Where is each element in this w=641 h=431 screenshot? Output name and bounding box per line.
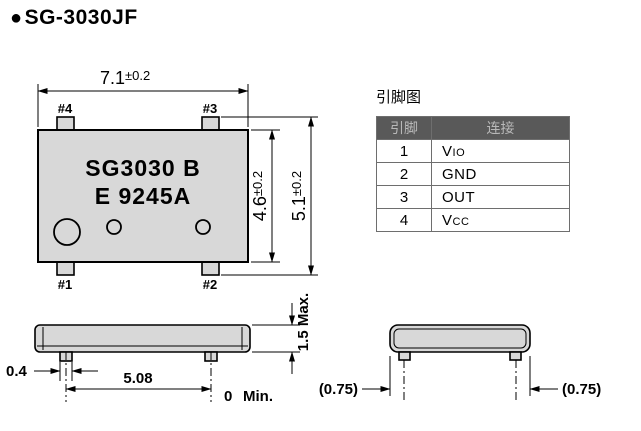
pin-table-section: 引脚图 引脚 连接 1 VIO 2 GND 3 OUT: [376, 86, 570, 232]
dim-standoff-value: 0: [224, 388, 232, 405]
pin-table-row: 4 VCC: [376, 208, 570, 232]
connection-main: OUT: [442, 188, 476, 206]
end-view-dimensions: (0.75) (0.75): [319, 356, 601, 402]
bullet-icon: ●: [10, 7, 23, 29]
index-mark-small-2: [195, 219, 211, 235]
pin-table-header-row: 引脚 连接: [376, 116, 570, 140]
connection-main: GND: [442, 165, 477, 183]
pin-table-row: 3 OUT: [376, 185, 570, 209]
dim-tolerance: ±0.2: [289, 171, 304, 196]
pin-table: 引脚 连接 1 VIO 2 GND 3 OUT 4: [376, 116, 570, 232]
pin-3-label: #3: [203, 101, 217, 116]
pin-pad-3: [201, 116, 220, 132]
dim-width: 7.1±0.2: [37, 68, 249, 127]
dim-value: 5.1: [289, 196, 309, 221]
pin-pad-2: [201, 260, 220, 276]
dim-tolerance: ±0.2: [250, 171, 265, 196]
part-number: SG-3030JF: [24, 6, 138, 29]
pin-table-row: 2 GND: [376, 162, 570, 186]
side-view-dimensions: 0.4 5.08 0 Min. 1.5 Max.: [6, 293, 312, 405]
dim-value: 7.1: [100, 68, 125, 88]
dim-value: 4.6: [250, 196, 270, 221]
dim-end-right-label: (0.75): [562, 381, 601, 398]
pin-4-label: #4: [58, 101, 73, 116]
end-body: [389, 324, 531, 353]
package-end-view: [389, 324, 531, 361]
dim-lead-width-label: 0.4: [6, 363, 28, 380]
connection-column-header: 连接: [431, 116, 570, 140]
index-mark-large: [53, 218, 81, 246]
pin-connection: VIO: [431, 139, 570, 163]
page-title: ●SG-3030JF: [10, 6, 138, 30]
pin-number: 2: [376, 162, 432, 186]
dim-tolerance: ±0.2: [125, 68, 150, 83]
dim-width-label: 7.1±0.2: [100, 68, 150, 88]
pin-table-title: 引脚图: [376, 89, 422, 106]
pin-connection: GND: [431, 162, 570, 186]
dim-end-left-label: (0.75): [319, 381, 358, 398]
pin-table-row: 1 VIO: [376, 139, 570, 163]
pin-number: 3: [376, 185, 432, 209]
index-mark-small-1: [106, 219, 122, 235]
dim-overall-height-label: 5.1±0.2: [289, 171, 309, 221]
dim-body-height-label: 4.6±0.2: [250, 171, 270, 221]
connection-subscript: CC: [452, 215, 470, 228]
pin-number: 4: [376, 208, 432, 232]
connection-subscript: IO: [452, 146, 466, 159]
pin-1-label: #1: [58, 277, 72, 292]
package-top-view: #4 #3 #1 #2 SG3030 B E 9245A: [37, 101, 249, 292]
package-side-view: [34, 324, 251, 362]
dim-overall-height: 5.1±0.2: [221, 116, 318, 276]
end-body-inner: [393, 328, 527, 349]
dim-standoff-qualifier: Min.: [243, 388, 273, 405]
pin-pad-1: [56, 260, 75, 276]
pin-connection: OUT: [431, 185, 570, 209]
dim-height-label: 1.5 Max.: [295, 293, 312, 351]
connection-main: V: [442, 211, 453, 229]
pin-column-header: 引脚: [376, 116, 432, 140]
marking-line-1: SG3030 B: [85, 155, 200, 181]
pin-number: 1: [376, 139, 432, 163]
end-lead-right: [509, 351, 522, 361]
pin-pad-4: [56, 116, 75, 132]
pin-connection: VCC: [431, 208, 570, 232]
side-body: [34, 324, 251, 353]
end-lead-left: [398, 351, 411, 361]
marking-line-2: E 9245A: [95, 183, 192, 209]
connection-main: V: [442, 142, 453, 160]
package-body: [37, 129, 249, 263]
dim-body-height: 4.6±0.2: [250, 129, 280, 263]
pin-2-label: #2: [203, 277, 217, 292]
dim-lead-pitch-label: 5.08: [123, 370, 152, 387]
